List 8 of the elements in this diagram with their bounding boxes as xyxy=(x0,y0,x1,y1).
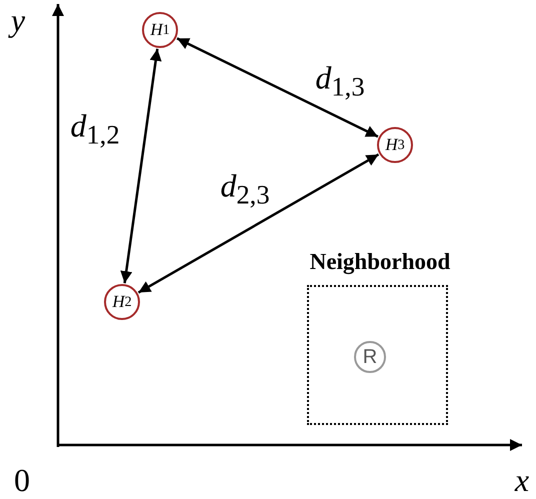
axis-label: x xyxy=(514,463,530,497)
axis-label: y xyxy=(10,3,26,37)
double-arrow xyxy=(176,37,378,138)
axis-label: 0 xyxy=(14,463,30,497)
region-heading: Neighborhood xyxy=(310,249,450,275)
receiver-circle: R xyxy=(354,341,386,373)
double-arrow xyxy=(120,48,162,284)
double-arrow xyxy=(138,153,380,294)
